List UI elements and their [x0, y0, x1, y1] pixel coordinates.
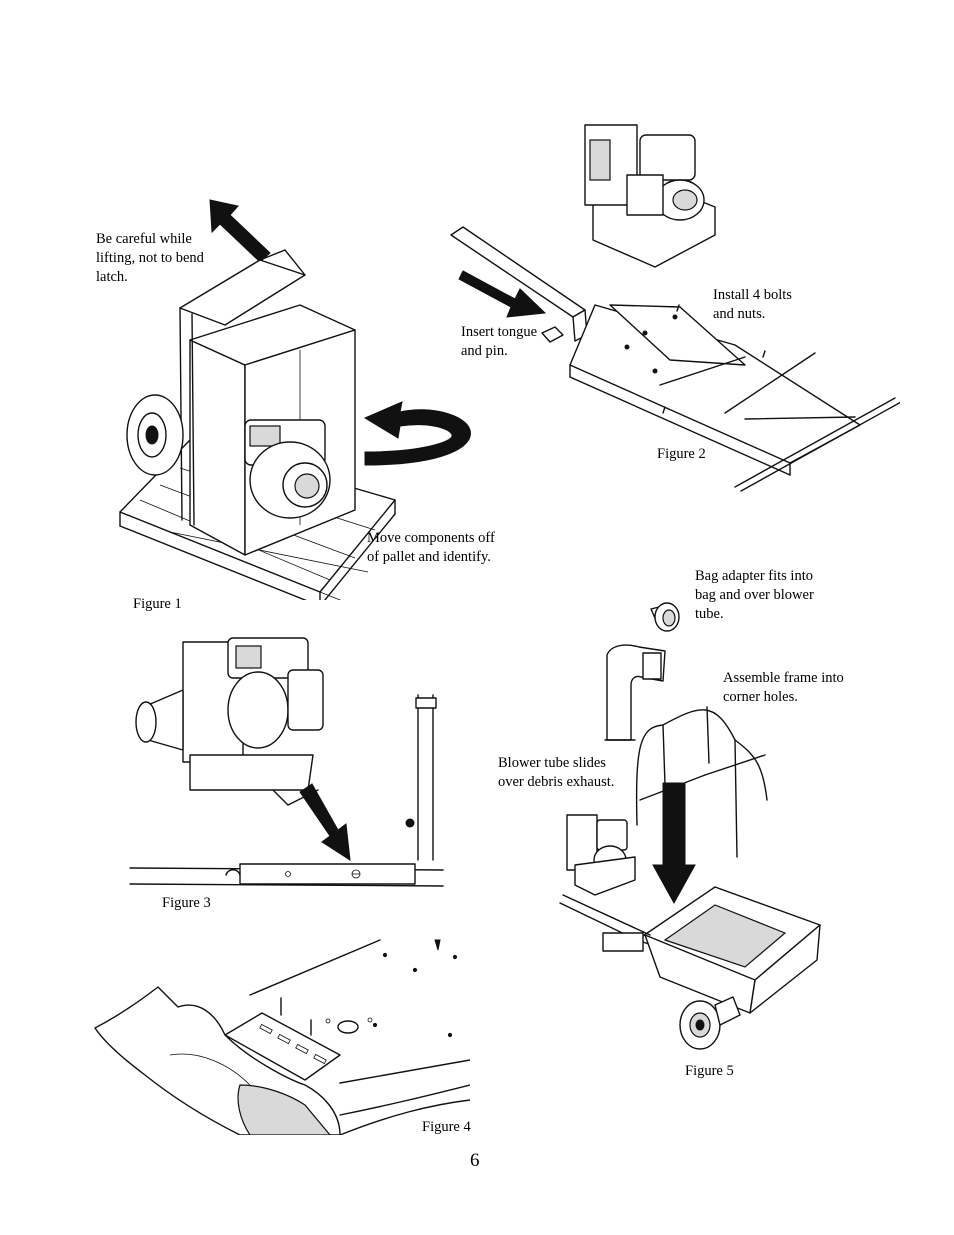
figure-5-caption: Figure 5: [685, 1063, 734, 1079]
figure-2-illustration: [445, 95, 900, 495]
figure-1-lift-note: Be careful while lifting, not to bend la…: [96, 231, 204, 285]
lift-arrow-icon: [209, 199, 271, 263]
figure-2-tongue-note: Insert tongue and pin.: [461, 324, 538, 359]
frame-down-arrow-icon: [652, 782, 696, 905]
figure-1-caption: Figure 1: [133, 596, 182, 612]
figure-4-caption: Figure 4: [422, 1119, 471, 1135]
insert-tongue-arrow-icon: [458, 270, 547, 318]
figure-5-tube-note: Blower tube slides over debris exhaust.: [498, 755, 615, 790]
figure-2-caption: Figure 2: [657, 446, 706, 462]
figure-5-adapter-note: Bag adapter fits into bag and over blowe…: [695, 568, 814, 622]
figure-3-illustration: [128, 630, 448, 895]
figure-1-pallet-note: Move components off of pallet and identi…: [367, 530, 495, 565]
engine-down-arrow-icon: [299, 783, 351, 861]
figure-5-illustration: [555, 595, 830, 1055]
figure-4-illustration: [90, 935, 470, 1135]
figure-5-frame-note: Assemble frame into corner holes.: [723, 670, 844, 705]
rotate-arrow-icon: [363, 401, 471, 466]
figure-2-bolts-note: Install 4 bolts and nuts.: [713, 287, 792, 322]
figure-1-illustration: [110, 190, 490, 600]
figure-3-caption: Figure 3: [162, 895, 211, 911]
page-number: 6: [470, 1150, 480, 1171]
